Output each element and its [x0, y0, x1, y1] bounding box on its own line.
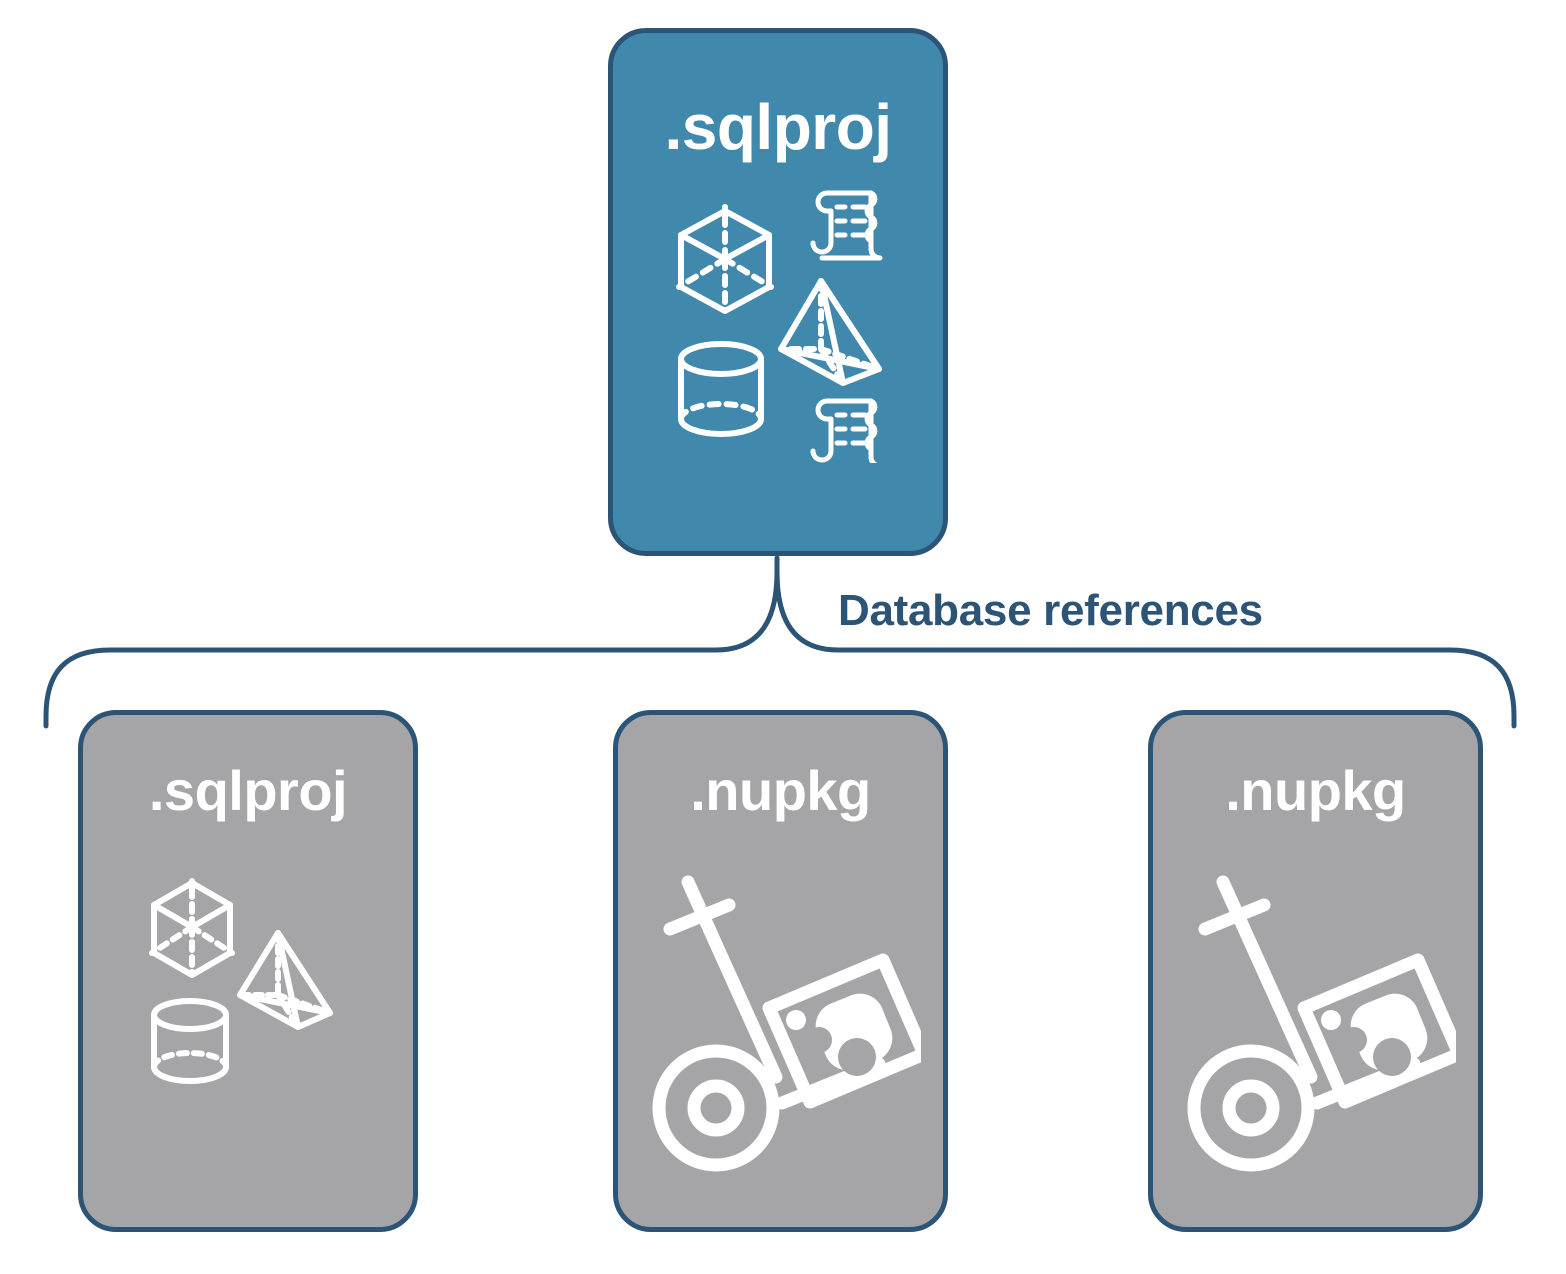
- reference-card-nupkg-2[interactable]: .nupkg: [1148, 710, 1483, 1232]
- cube-wireframe-icon: [149, 878, 235, 978]
- cylinder-wireframe-icon: [151, 998, 229, 1084]
- reference-card-artwork: [83, 865, 413, 1095]
- reference-card-label: .nupkg: [690, 759, 871, 822]
- reference-card-artwork: [618, 865, 943, 1205]
- reference-card-label: .nupkg: [1225, 759, 1406, 822]
- root-card-artwork: [613, 183, 943, 463]
- nuget-package-box-icon: [1297, 953, 1456, 1109]
- cylinder-wireframe-icon: [678, 341, 764, 437]
- reference-card-artwork: [1153, 865, 1478, 1205]
- root-card-sqlproj[interactable]: .sqlproj: [608, 28, 948, 556]
- scroll-script-icon: [810, 398, 878, 463]
- brace-caption-label: Database references: [838, 586, 1263, 635]
- nuget-package-box-icon: [762, 953, 921, 1109]
- reference-card-nupkg-1[interactable]: .nupkg: [613, 710, 948, 1232]
- pyramid-wireframe-icon: [237, 930, 333, 1030]
- pyramid-wireframe-icon: [778, 278, 882, 386]
- hand-truck-icon: [652, 875, 885, 1172]
- reference-card-sqlproj[interactable]: .sqlproj: [78, 710, 418, 1232]
- root-card-label: .sqlproj: [664, 91, 892, 163]
- reference-card-label: .sqlproj: [148, 759, 348, 822]
- scroll-script-icon: [810, 190, 883, 261]
- cube-wireframe-icon: [676, 204, 774, 314]
